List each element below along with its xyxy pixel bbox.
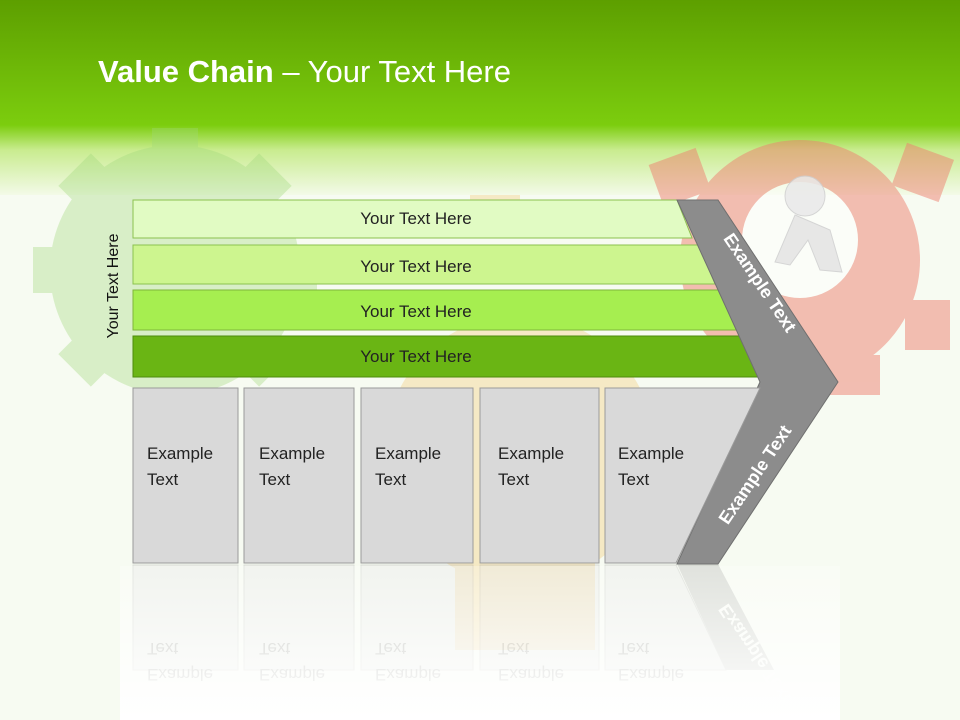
box-5-line1: Example	[618, 444, 684, 463]
band-group: Your Text Here Your Text Here Your Text …	[132, 199, 763, 378]
running-figure-decoration	[774, 175, 843, 273]
box-3-line2: Text	[375, 470, 406, 489]
box-1	[132, 387, 239, 564]
box-5-line2: Text	[618, 470, 649, 489]
band-1	[132, 199, 693, 239]
box-2	[243, 387, 355, 564]
box-3	[360, 387, 474, 564]
box-4	[479, 387, 600, 564]
box-3-line1: Example	[375, 444, 441, 463]
band-1-label: Your Text Here	[360, 209, 472, 228]
box-group: Example Text Example Text Example Text E…	[132, 387, 761, 564]
box-4-line1: Example	[498, 444, 564, 463]
band-3-label: Your Text Here	[360, 302, 472, 321]
box-1-line1: Example	[147, 444, 213, 463]
band-4-label: Your Text Here	[360, 347, 472, 366]
reflection-fade	[120, 566, 840, 720]
box-5	[604, 387, 761, 564]
band-2-label: Your Text Here	[360, 257, 472, 276]
title-bold: Value Chain	[98, 54, 274, 89]
title-rest: – Your Text Here	[273, 54, 511, 89]
side-label: Your Text Here	[105, 233, 122, 339]
box-1-line2: Text	[147, 470, 178, 489]
box-4-line2: Text	[498, 470, 529, 489]
chevron-arrow	[676, 199, 839, 565]
slide-title: Value Chain – Your Text Here	[98, 54, 511, 90]
box-2-line1: Example	[259, 444, 325, 463]
box-2-line2: Text	[259, 470, 290, 489]
